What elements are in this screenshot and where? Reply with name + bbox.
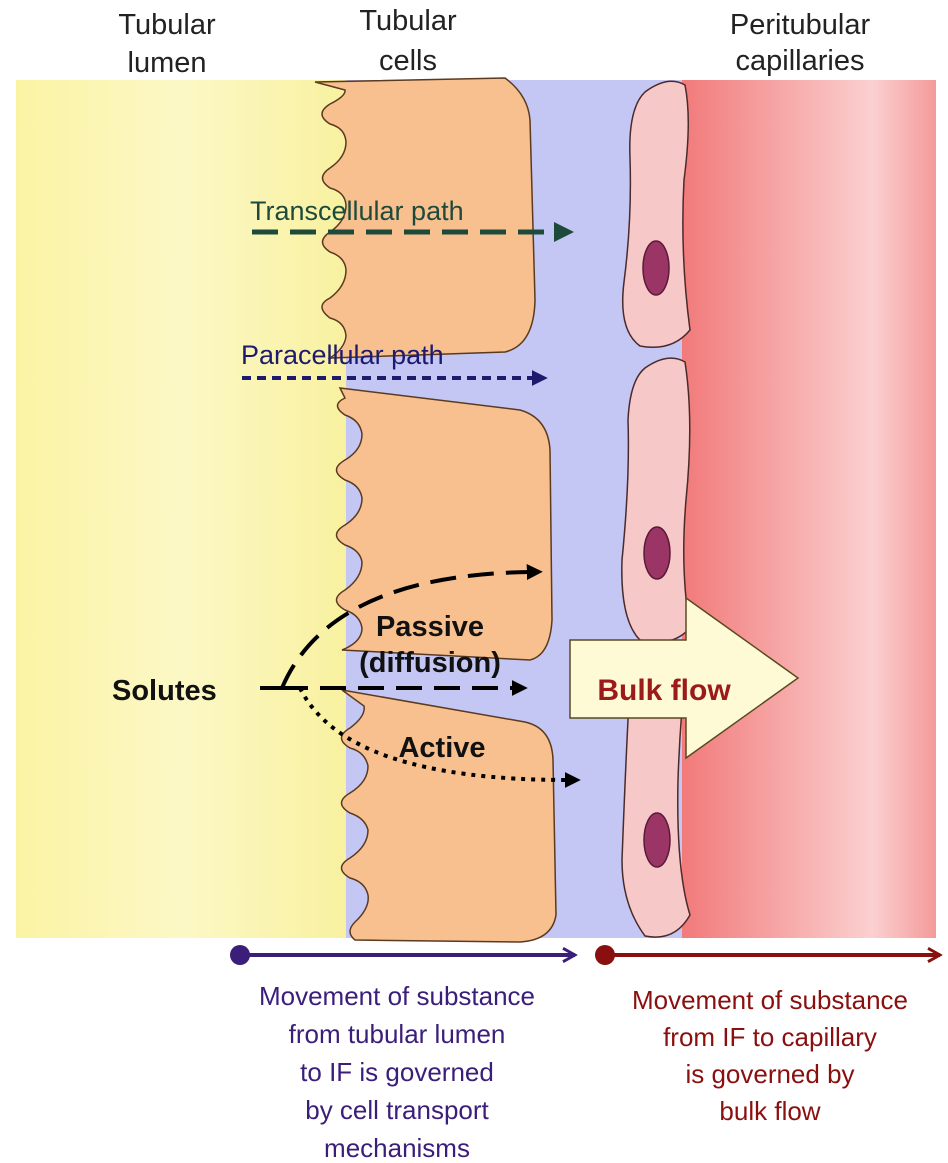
active-label: Active [398, 732, 485, 764]
left-caption-line-3: to IF is governed [300, 1057, 494, 1087]
peritubular-capillary-region [682, 80, 936, 938]
peritubular-capillaries-label-line1: Peritubular [730, 9, 871, 41]
left-caption-line-5: mechanisms [324, 1133, 470, 1163]
solutes-label: Solutes [112, 675, 217, 707]
paracellular-path-label: Paracellular path [241, 340, 444, 370]
nucleus-1 [643, 241, 669, 295]
passive-label-line1: Passive [376, 611, 484, 643]
right-caption-line-1: Movement of substance [632, 985, 908, 1015]
endothelial-cell-2 [622, 358, 690, 642]
tubular-cell-3 [342, 690, 557, 942]
right-caption: Movement of substance from IF to capilla… [632, 985, 908, 1126]
right-caption-line-4: bulk flow [719, 1096, 820, 1126]
tubular-lumen-label-line1: Tubular [118, 9, 216, 41]
transcellular-path-label: Transcellular path [250, 196, 464, 226]
left-caption-line-4: by cell transport [305, 1095, 489, 1125]
left-caption-line-2: from tubular lumen [289, 1019, 506, 1049]
tubular-cells-label-line2: cells [379, 45, 437, 77]
left-caption-line-1: Movement of substance [259, 981, 535, 1011]
peritubular-capillaries-label-line2: capillaries [736, 45, 865, 77]
endothelial-cell-1 [623, 81, 690, 347]
region-labels: Tubular lumen Tubular cells Peritubular … [118, 5, 870, 79]
right-caption-line-2: from IF to capillary [663, 1022, 877, 1052]
nucleus-2 [644, 527, 670, 579]
passive-label-line2: (diffusion) [359, 647, 501, 679]
bulk-flow-label: Bulk flow [597, 674, 731, 707]
nucleus-3 [644, 813, 670, 867]
tubular-lumen-label-line2: lumen [128, 47, 207, 79]
left-caption: Movement of substance from tubular lumen… [259, 981, 535, 1163]
scope-indicators [230, 945, 940, 965]
right-caption-line-3: is governed by [685, 1059, 854, 1089]
tubular-cells-label-line1: Tubular [359, 5, 457, 37]
